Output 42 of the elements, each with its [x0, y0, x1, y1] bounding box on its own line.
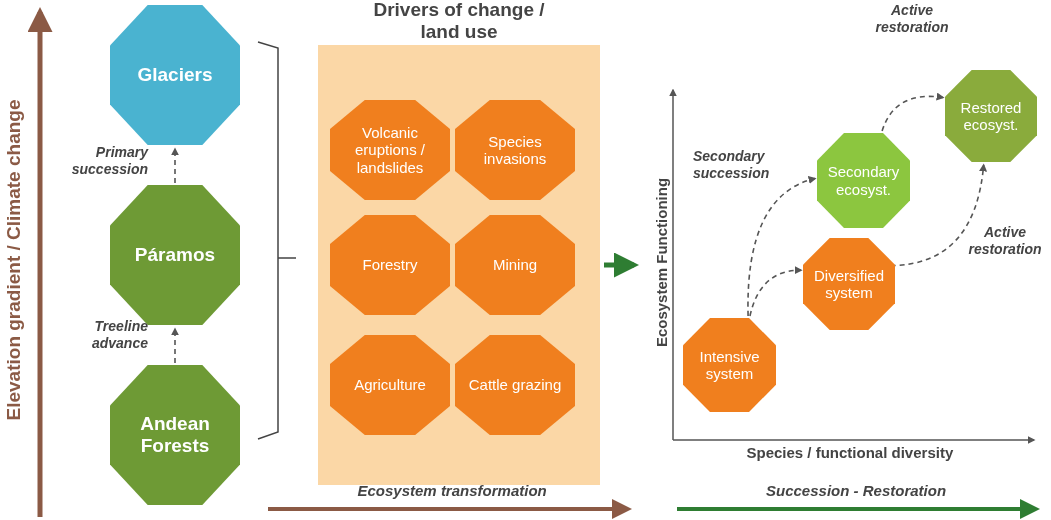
arrow — [171, 327, 179, 364]
driver-octagon — [455, 335, 575, 435]
driver-octagon — [330, 335, 450, 435]
edge-label: Active restoration — [967, 224, 1043, 258]
edge-label: Secondary succession — [693, 148, 771, 182]
arrow-caption: Succession - Restoration — [766, 481, 947, 499]
node-label: Glaciers — [136, 64, 214, 86]
edge-label: Active restoration — [874, 2, 950, 36]
arrow — [747, 176, 817, 317]
arrow — [171, 147, 179, 184]
axis-title: Ecosystem Functioning — [652, 177, 670, 347]
state-octagon — [683, 318, 776, 412]
node-label: Diversified system — [813, 266, 885, 302]
arrow-caption: Ecosystem transformation — [357, 481, 547, 499]
state-octagon — [817, 133, 910, 228]
zone-octagon — [110, 365, 240, 505]
node-label: Páramos — [133, 244, 217, 266]
node-label: Species invasions — [482, 132, 548, 168]
state-octagon — [803, 238, 895, 330]
node-label: Intensive system — [698, 347, 761, 383]
zone-octagon — [110, 5, 240, 145]
axis-title: Elevation gradient / Climate change — [3, 99, 25, 421]
arrow — [881, 92, 945, 132]
node-label: Forestry — [361, 256, 419, 274]
node-label: Volcanic eruptions / landslides — [353, 124, 426, 176]
driver-octagon — [330, 215, 450, 315]
arrow — [604, 252, 639, 278]
node-label: Secondary ecosyst. — [826, 163, 901, 198]
driver-octagon — [330, 100, 450, 200]
driver-octagon — [455, 215, 575, 315]
axis-title: Species / functional diversity — [746, 443, 954, 461]
edge-label: Primary succession — [70, 144, 148, 178]
driver-octagon — [455, 100, 575, 200]
state-octagon — [945, 70, 1037, 162]
node-label: Agriculture — [353, 376, 427, 394]
edge-label: Treeline advance — [90, 318, 148, 352]
node-label: Cattle grazing — [467, 376, 563, 394]
panel-heading: Drivers of change / land use — [372, 0, 546, 43]
node-label: Mining — [491, 256, 539, 274]
node-label: Restored ecosyst. — [959, 98, 1023, 134]
arrow — [749, 266, 803, 317]
node-label: Andean Forests — [139, 413, 211, 457]
